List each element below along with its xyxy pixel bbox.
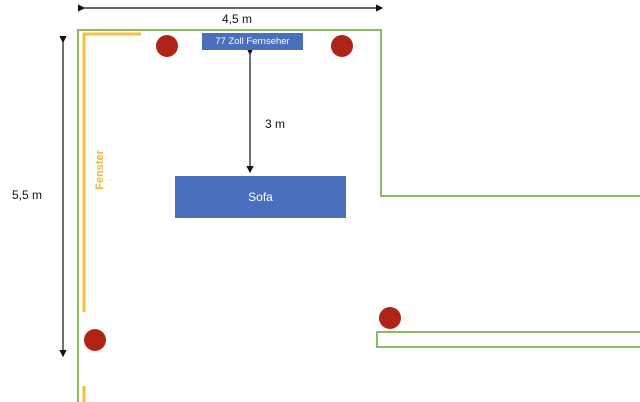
- height-label: 5,5 m: [12, 188, 43, 202]
- speaker-rear-left: [84, 329, 106, 351]
- width-label: 4,5 m: [222, 12, 253, 26]
- speaker-front-left: [156, 35, 178, 57]
- tv-distance-label: 3 m: [265, 117, 286, 131]
- tv: 77 Zoll Fernseher: [202, 33, 303, 50]
- window-label: Fenster: [93, 150, 106, 190]
- speaker-front-right: [331, 35, 353, 57]
- room-walls: [77, 29, 640, 402]
- speaker-rear-right: [379, 307, 401, 329]
- window: [82, 32, 141, 402]
- sofa: Sofa: [175, 176, 346, 218]
